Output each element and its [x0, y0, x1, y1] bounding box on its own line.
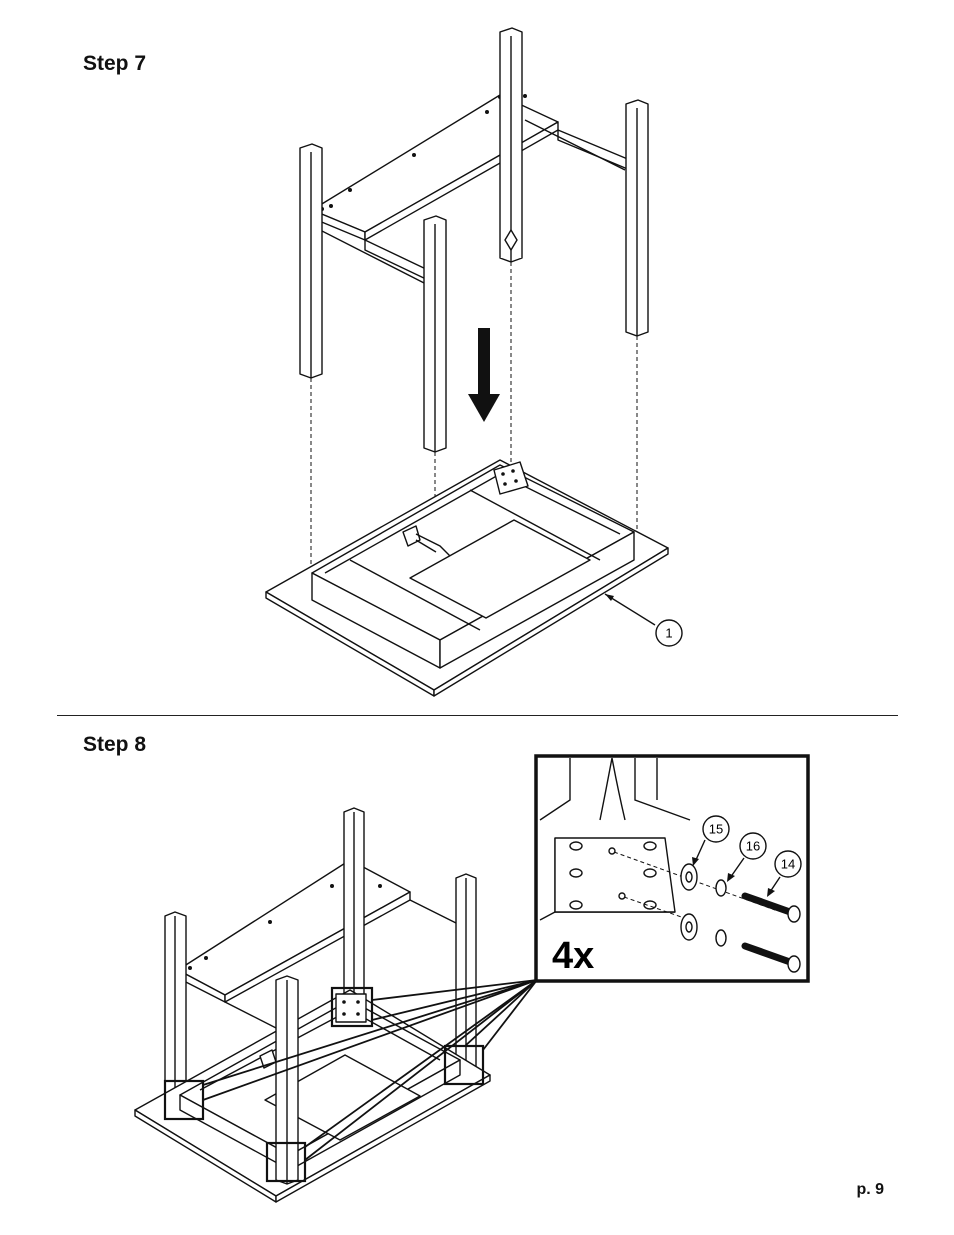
step-8-figure: 15 16 14 4x	[135, 756, 808, 1202]
step8-frame-board	[178, 860, 410, 995]
detail-quantity: 4x	[552, 935, 594, 977]
detail-lockwasher-16b	[716, 930, 726, 946]
step7-leg-back	[500, 28, 522, 262]
step7-part-callout: 1	[665, 626, 672, 641]
step8-corner-bracket	[336, 994, 366, 1022]
step7-leg-right	[626, 100, 648, 336]
step7-leg-left	[300, 144, 322, 378]
step8-detail-inset: 15 16 14 4x	[536, 756, 808, 981]
step7-apron-long	[365, 240, 428, 280]
detail-callout-15: 15	[709, 822, 723, 837]
detail-callout-14: 14	[781, 857, 795, 872]
detail-callout-16: 16	[746, 839, 760, 854]
step-7-figure: 1	[266, 28, 682, 696]
step7-leg-front	[424, 216, 446, 452]
detail-lockwasher-16a	[716, 880, 726, 896]
step7-down-arrow	[468, 328, 500, 422]
